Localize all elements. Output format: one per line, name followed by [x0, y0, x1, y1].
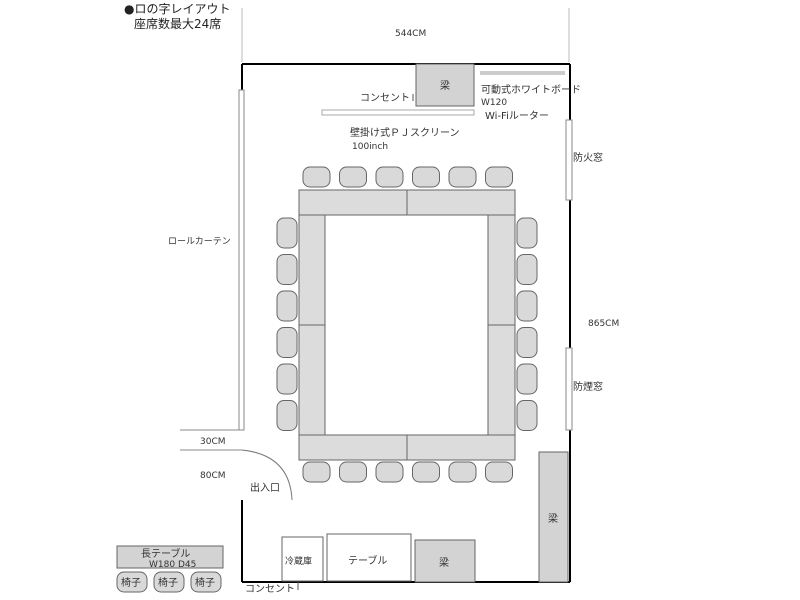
chair-right-3: [516, 290, 538, 322]
chair-left-6: [276, 400, 298, 431]
layout-title: ●ロの字レイアウト: [124, 1, 230, 16]
beam-top: [415, 63, 475, 107]
chair-bottom-1: [302, 461, 331, 483]
wifi-router-label: Wi-Fiルーター: [485, 110, 549, 122]
chair-top-6: [485, 166, 513, 188]
chair-top-2: [339, 166, 367, 188]
fridge-label: 冷蔵庫: [285, 555, 312, 567]
beam-top-label: 梁: [440, 79, 450, 92]
table-bottom-2: [406, 434, 516, 461]
smoke-window: [565, 347, 573, 431]
table-top-2: [406, 189, 516, 216]
fire-window-label: 防火窓: [573, 151, 603, 164]
roll-curtain-label: ロールカーテン: [168, 236, 231, 247]
chair-right-5: [516, 363, 538, 395]
table-bottom-1: [298, 434, 408, 461]
chair-left-4: [276, 327, 298, 358]
legend-chair-label-3: 椅子: [195, 576, 215, 589]
chair-top-5: [448, 166, 477, 188]
table-top-1: [298, 189, 408, 216]
table-right-1: [487, 214, 516, 326]
smoke-window-label: 防煙窓: [573, 380, 603, 393]
door-width-dimension: 80CM: [200, 471, 226, 481]
outlet-top-label: コンセント: [360, 92, 410, 104]
projector-screen-label: 壁掛け式ＰＪスクリーン: [350, 126, 460, 139]
entrance-label: 出入口: [250, 481, 280, 494]
legend-chair-label-1: 椅子: [121, 576, 141, 589]
chair-bottom-6: [485, 461, 513, 483]
legend-chair-label-2: 椅子: [158, 576, 178, 589]
chair-top-4: [412, 166, 440, 188]
chair-bottom-4: [412, 461, 440, 483]
side-table: [326, 533, 412, 582]
chair-left-1: [276, 217, 298, 249]
chair-left-2: [276, 254, 298, 285]
chair-left-3: [276, 290, 298, 322]
legend-chair-2: [153, 571, 185, 593]
legend-table: [116, 545, 224, 569]
chair-left-5: [276, 363, 298, 395]
chair-right-4: [516, 327, 538, 358]
width-dimension: 544CM: [395, 29, 426, 39]
table-ring: [298, 189, 516, 461]
fire-window: [565, 119, 573, 201]
beam-bottom: [414, 539, 476, 583]
fridge: [281, 536, 324, 582]
whiteboard-size: W120: [481, 98, 507, 108]
depth-dimension: 865CM: [588, 319, 619, 329]
seat-count-caption: 座席数最大24席: [134, 16, 221, 31]
side-table-label: テーブル: [348, 554, 387, 567]
projector-screen: [321, 109, 475, 116]
door-gap-dimension: 30CM: [200, 437, 226, 447]
legend-table-size: W180 D45: [149, 560, 196, 570]
chair-right-2: [516, 254, 538, 285]
beam-right-label: 梁: [548, 512, 558, 525]
beam-right: [538, 451, 569, 583]
chair-bottom-2: [339, 461, 367, 483]
chair-bottom-3: [375, 461, 404, 483]
chair-top-3: [375, 166, 404, 188]
chair-top-1: [302, 166, 331, 188]
chairs: [276, 166, 538, 483]
whiteboard-label: 可動式ホワイトボード: [481, 83, 581, 96]
table-right-2: [487, 324, 516, 436]
chair-right-1: [516, 217, 538, 249]
chair-right-6: [516, 400, 538, 431]
table-left-2: [298, 324, 326, 436]
beam-bottom-label: 梁: [439, 556, 449, 569]
screen-size: 100inch: [352, 142, 388, 152]
door-swing-arc: [241, 449, 293, 501]
outlet-bottom-label: コンセント: [245, 583, 295, 595]
chair-bottom-5: [448, 461, 477, 483]
roll-curtain: [238, 89, 245, 431]
legend-table-label: 長テーブル: [141, 547, 190, 560]
table-left-1: [298, 214, 326, 326]
legend-chair-1: [116, 571, 148, 593]
legend-chair-3: [190, 571, 222, 593]
